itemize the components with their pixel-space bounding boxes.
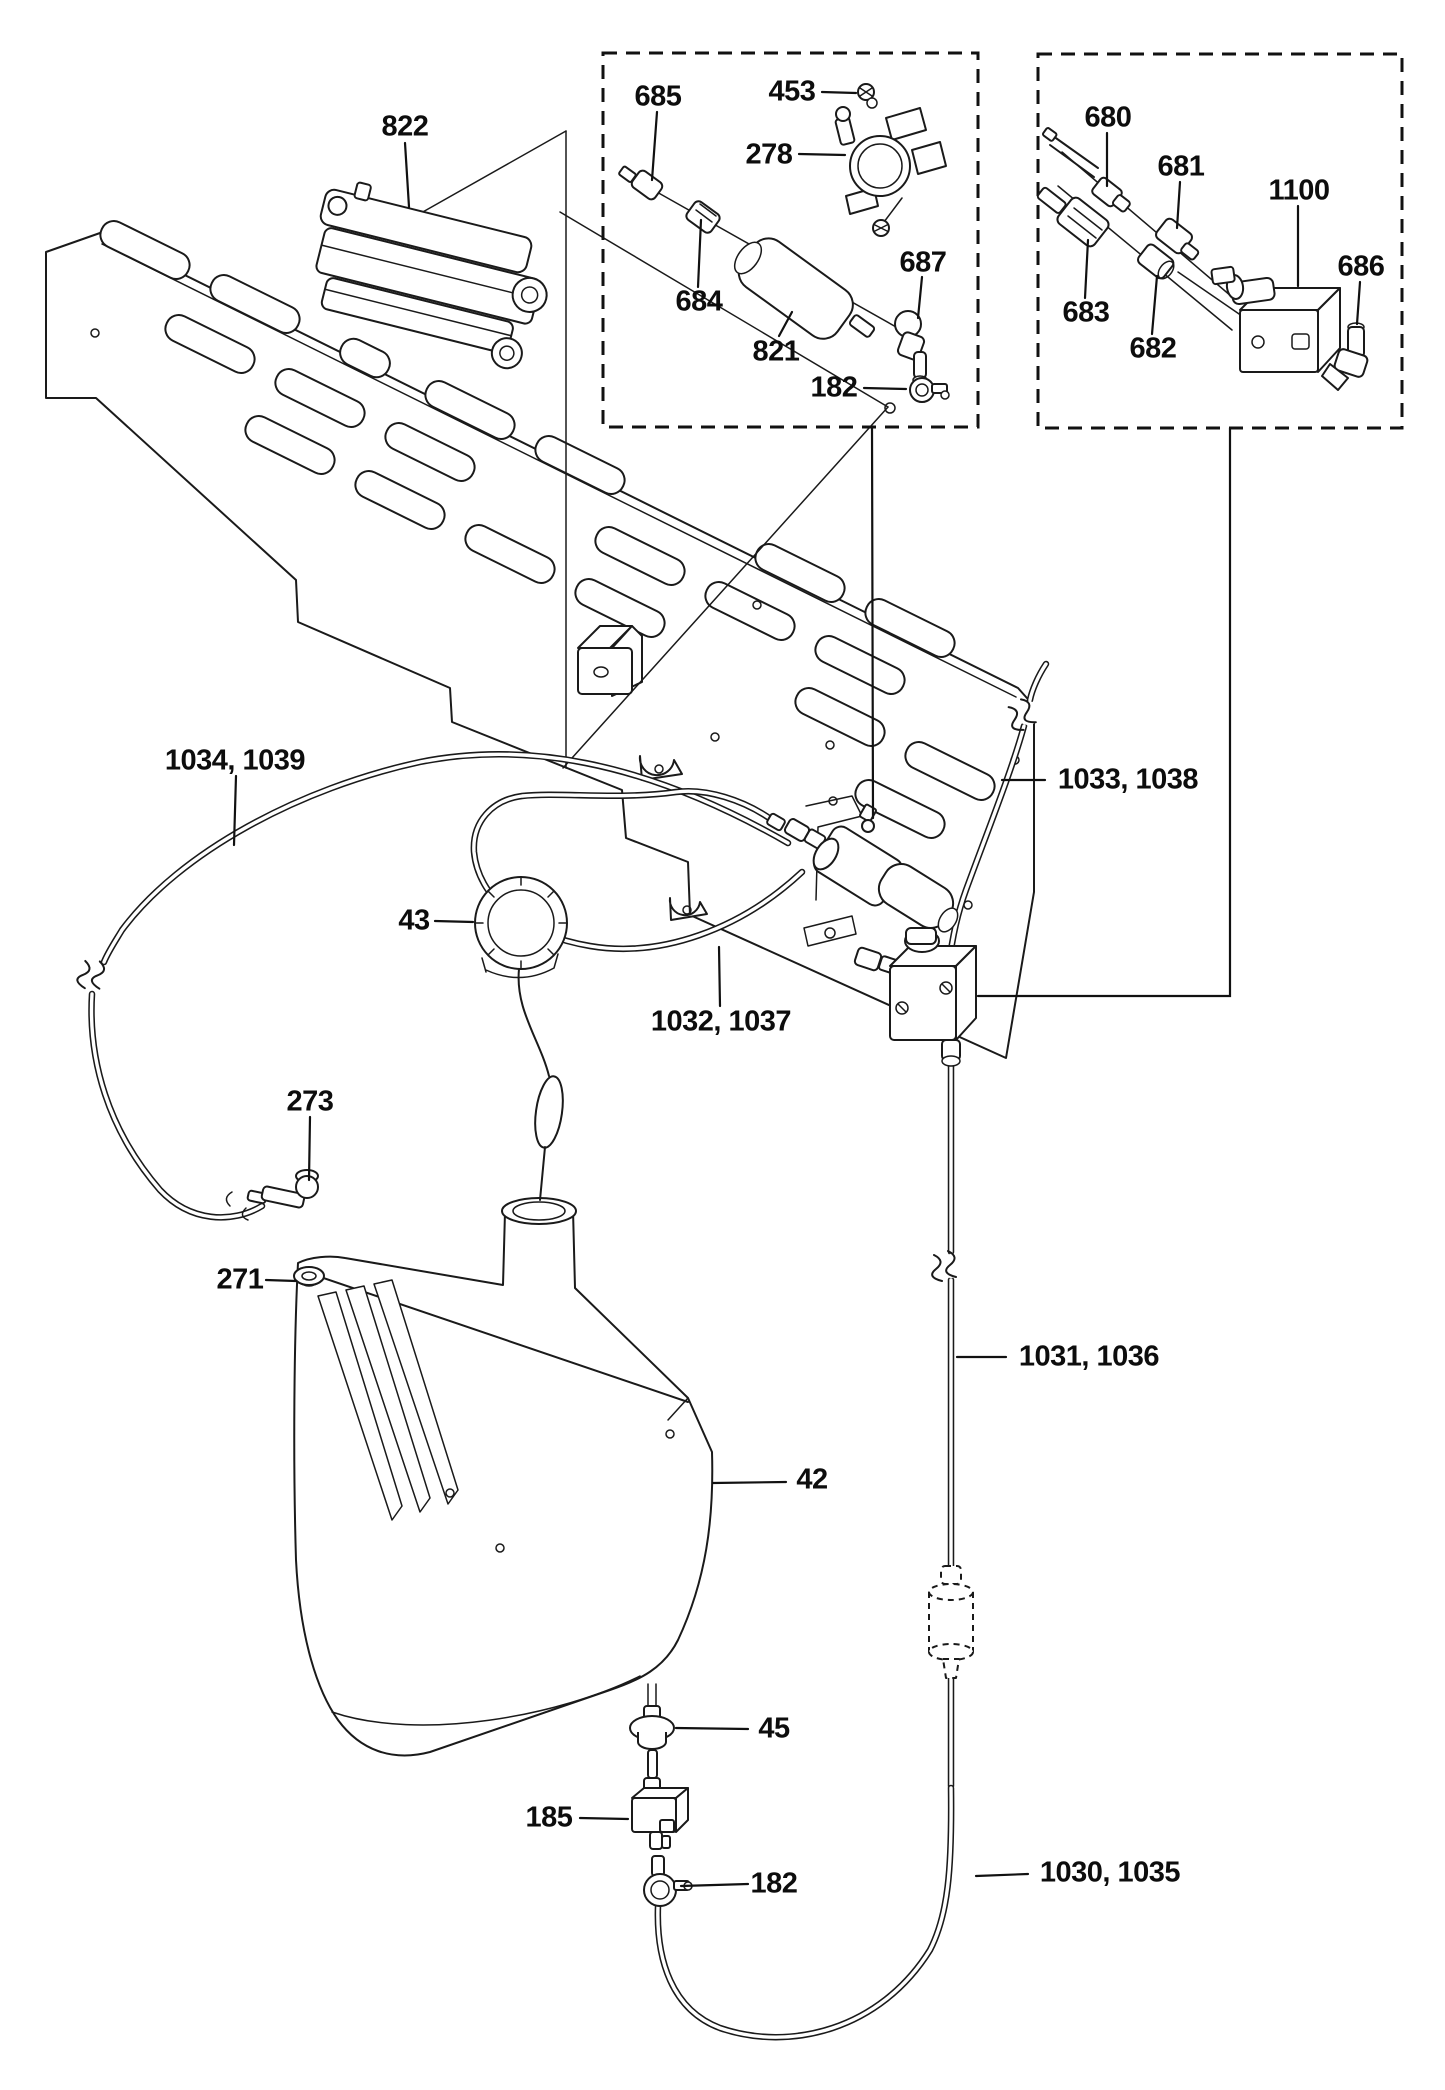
- part-label-681: 681: [1157, 150, 1205, 183]
- part-label-680: 680: [1084, 101, 1132, 134]
- panel-clamp-bracket: [577, 625, 643, 697]
- panel-slots: [99, 220, 996, 839]
- part-label-684: 684: [675, 285, 723, 318]
- panel-foot-brackets: [638, 755, 708, 921]
- part-label-687: 687: [899, 246, 947, 279]
- pump-bracket-822: [315, 181, 548, 370]
- part-label-453: 453: [768, 75, 816, 108]
- detail-box-fuel-pump: [601, 51, 980, 820]
- part-label-45: 45: [758, 1712, 790, 1745]
- part-label-1033-1038: 1033, 1038: [1057, 763, 1199, 796]
- part-label-1034-1039: 1034, 1039: [164, 744, 306, 777]
- part-label-821: 821: [752, 335, 800, 368]
- part-label-182-bottom: 182: [750, 1867, 798, 1900]
- hose-break-marks: [76, 698, 1040, 1282]
- back-panel: [45, 220, 1035, 1059]
- hose-1034-1039: [88, 751, 792, 1221]
- part-label-1032-1037: 1032, 1037: [650, 1005, 792, 1038]
- inline-filter-dashed: [928, 1565, 974, 1679]
- part-label-1100: 1100: [1268, 174, 1330, 207]
- valve-185: [631, 1749, 689, 1850]
- part-label-822: 822: [381, 110, 429, 143]
- part-label-43: 43: [398, 904, 430, 937]
- hose-1032-1037: [470, 788, 806, 952]
- part-label-182-top: 182: [810, 371, 858, 404]
- grommet-45: [629, 1683, 675, 1750]
- part-label-278: 278: [745, 138, 793, 171]
- part-label-185: 185: [525, 1801, 573, 1834]
- pump-assembly-main: [766, 795, 977, 1067]
- elbow-fitting-273: [225, 1169, 319, 1221]
- part-label-1030-1035: 1030, 1035: [1039, 1856, 1181, 1889]
- leader-lines: [232, 90, 1362, 1888]
- part-label-682: 682: [1129, 332, 1177, 365]
- part-label-273: 273: [286, 1085, 334, 1118]
- part-label-1031-1036: 1031, 1036: [1018, 1340, 1160, 1373]
- part-label-683: 683: [1062, 296, 1110, 329]
- detail-box-valve: [976, 52, 1404, 998]
- projection-lines: [420, 130, 889, 769]
- part-label-686: 686: [1337, 250, 1385, 283]
- hose-1030-1035: [654, 1784, 955, 2041]
- grommet-271: [293, 1266, 325, 1287]
- clamp-182-bottom: [643, 1855, 693, 1907]
- part-label-271: 271: [216, 1263, 264, 1296]
- water-tank-42: [293, 1197, 714, 1757]
- tank-cap-43: [474, 876, 568, 1201]
- part-label-685: 685: [634, 80, 682, 113]
- part-label-42: 42: [796, 1463, 828, 1496]
